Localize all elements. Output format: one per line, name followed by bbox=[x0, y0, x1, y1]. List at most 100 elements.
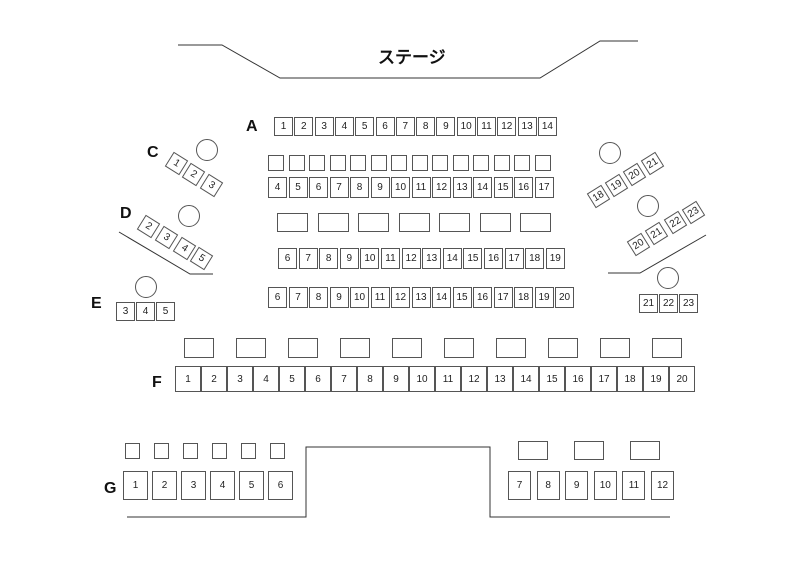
seat[interactable]: 5 bbox=[239, 471, 264, 500]
seat[interactable]: 13 bbox=[487, 366, 513, 392]
seat[interactable]: 7 bbox=[288, 287, 308, 308]
seat[interactable]: 13 bbox=[422, 248, 442, 269]
seat[interactable]: 8 bbox=[350, 177, 369, 198]
seat[interactable]: 13 bbox=[452, 177, 472, 198]
seat[interactable]: 3 bbox=[314, 117, 334, 136]
seat[interactable]: 8 bbox=[309, 287, 328, 308]
seat[interactable]: 1 bbox=[175, 366, 201, 392]
seat[interactable]: 8 bbox=[319, 248, 339, 269]
seat[interactable]: 8 bbox=[536, 471, 560, 500]
seat[interactable]: 13 bbox=[517, 117, 537, 136]
seat[interactable]: 7 bbox=[331, 366, 357, 392]
seat[interactable]: 4 bbox=[334, 117, 354, 136]
seat[interactable]: 14 bbox=[513, 366, 539, 392]
seat[interactable]: 23 bbox=[679, 294, 698, 313]
seat[interactable]: 18 bbox=[514, 287, 533, 308]
seat[interactable]: 6 bbox=[268, 471, 293, 500]
seat[interactable]: 5 bbox=[355, 117, 375, 136]
seat[interactable]: 18 bbox=[525, 248, 545, 269]
table-block bbox=[184, 338, 214, 358]
seat[interactable]: 7 bbox=[329, 177, 349, 198]
seat[interactable]: 17 bbox=[591, 366, 617, 392]
seat[interactable]: 12 bbox=[401, 248, 421, 269]
seat[interactable]: 1 bbox=[123, 471, 148, 500]
seat[interactable]: 10 bbox=[593, 471, 617, 500]
seat[interactable]: 16 bbox=[473, 287, 492, 308]
seat[interactable]: 6 bbox=[375, 117, 395, 136]
seat[interactable]: 7 bbox=[298, 248, 318, 269]
seat[interactable]: 10 bbox=[350, 287, 369, 308]
seat[interactable]: 3 bbox=[181, 471, 206, 500]
seat[interactable]: 3 bbox=[227, 366, 253, 392]
seat[interactable]: 4 bbox=[136, 302, 155, 321]
seat[interactable]: 9 bbox=[436, 117, 456, 136]
seat[interactable]: 15 bbox=[463, 248, 483, 269]
seat[interactable]: 12 bbox=[461, 366, 487, 392]
seat[interactable]: 14 bbox=[432, 287, 451, 308]
seat[interactable]: 11 bbox=[370, 287, 390, 308]
wall-right bbox=[608, 234, 707, 274]
seat[interactable]: 17 bbox=[504, 248, 524, 269]
seat[interactable]: 7 bbox=[508, 471, 531, 500]
seat[interactable]: 3 bbox=[116, 302, 135, 321]
seat[interactable]: 15 bbox=[452, 287, 472, 308]
seat[interactable]: 11 bbox=[435, 366, 461, 392]
seat[interactable]: 7 bbox=[395, 117, 415, 136]
seat[interactable]: 10 bbox=[456, 117, 476, 136]
seat[interactable]: 2 bbox=[152, 471, 177, 500]
seat[interactable]: 10 bbox=[391, 177, 410, 198]
seat[interactable]: 6 bbox=[305, 366, 331, 392]
seat[interactable]: 9 bbox=[329, 287, 349, 308]
seat[interactable]: 13 bbox=[411, 287, 431, 308]
seat[interactable]: 11 bbox=[381, 248, 400, 269]
seat[interactable]: 9 bbox=[565, 471, 589, 500]
seat[interactable]: 16 bbox=[565, 366, 591, 392]
seat[interactable]: 1 bbox=[274, 117, 293, 136]
seat[interactable]: 4 bbox=[253, 366, 279, 392]
seat[interactable]: 12 bbox=[391, 287, 410, 308]
seat[interactable]: 11 bbox=[477, 117, 496, 136]
seat[interactable]: 17 bbox=[493, 287, 513, 308]
seat[interactable]: 8 bbox=[416, 117, 436, 136]
seat[interactable]: 4 bbox=[210, 471, 235, 500]
seat[interactable]: 17 bbox=[534, 177, 554, 198]
seat[interactable]: 19 bbox=[643, 366, 669, 392]
row-label-c: C bbox=[147, 144, 159, 161]
seat[interactable]: 5 bbox=[156, 302, 175, 321]
unnumbered-seat bbox=[268, 155, 284, 171]
seat[interactable]: 22 bbox=[659, 294, 678, 313]
seat[interactable]: 9 bbox=[383, 366, 409, 392]
seat[interactable]: 5 bbox=[288, 177, 308, 198]
seat[interactable]: 14 bbox=[473, 177, 492, 198]
seat[interactable]: 12 bbox=[432, 177, 451, 198]
seat[interactable]: 5 bbox=[279, 366, 305, 392]
seat[interactable]: 11 bbox=[622, 471, 646, 500]
seat[interactable]: 4 bbox=[268, 177, 287, 198]
seat[interactable]: 9 bbox=[339, 248, 359, 269]
seat[interactable]: 18 bbox=[617, 366, 643, 392]
seat[interactable]: 21 bbox=[639, 294, 658, 313]
seat[interactable]: 15 bbox=[493, 177, 513, 198]
seat[interactable]: 9 bbox=[370, 177, 390, 198]
seat[interactable]: 2 bbox=[201, 366, 227, 392]
seat[interactable]: 10 bbox=[409, 366, 435, 392]
seat[interactable]: 12 bbox=[651, 471, 674, 500]
seat[interactable]: 14 bbox=[442, 248, 462, 269]
seat[interactable]: 12 bbox=[497, 117, 517, 136]
seat[interactable]: 19 bbox=[534, 287, 554, 308]
seat[interactable]: 10 bbox=[360, 248, 380, 269]
seat[interactable]: 19 bbox=[545, 248, 565, 269]
seat[interactable]: 15 bbox=[539, 366, 565, 392]
seat[interactable]: 6 bbox=[268, 287, 287, 308]
seat[interactable]: 16 bbox=[484, 248, 503, 269]
seat[interactable]: 20 bbox=[669, 366, 695, 392]
seat[interactable]: 11 bbox=[411, 177, 431, 198]
table-circle bbox=[196, 139, 218, 161]
seat[interactable]: 6 bbox=[309, 177, 328, 198]
seat[interactable]: 14 bbox=[537, 117, 557, 136]
seat[interactable]: 16 bbox=[514, 177, 533, 198]
seat[interactable]: 6 bbox=[278, 248, 297, 269]
seat[interactable]: 8 bbox=[357, 366, 383, 392]
seat[interactable]: 2 bbox=[294, 117, 314, 136]
seat[interactable]: 20 bbox=[555, 287, 574, 308]
